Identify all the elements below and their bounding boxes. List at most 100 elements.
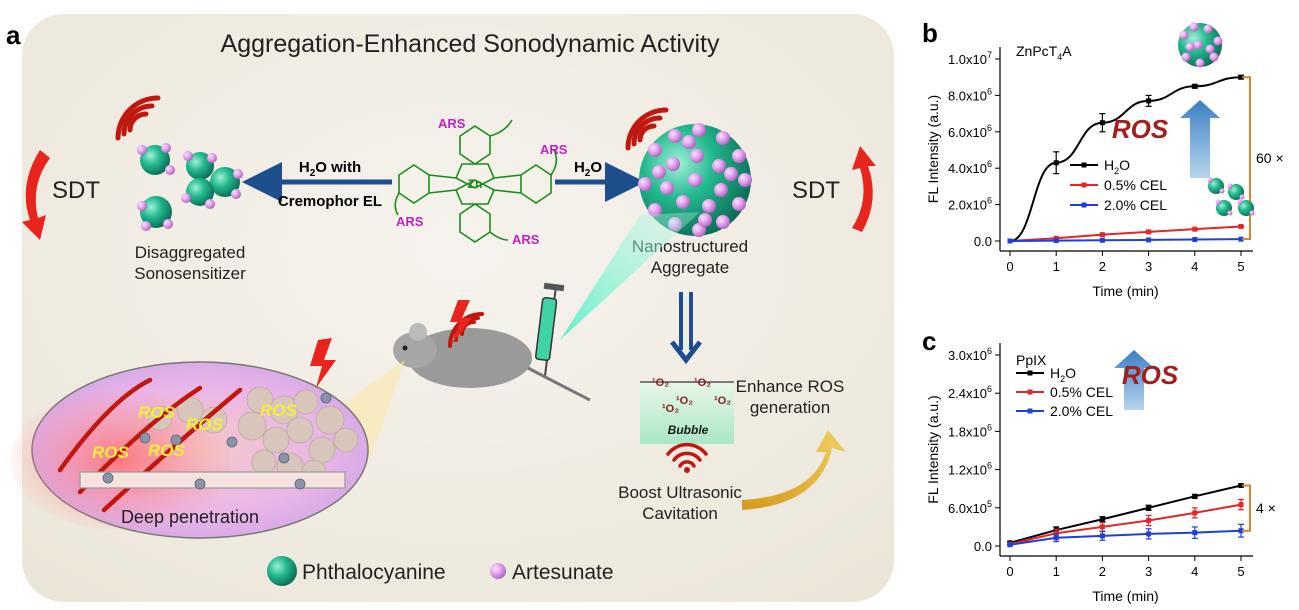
- y-axis-label: FL Intensity (a.u.): [925, 95, 941, 203]
- disaggregated-icon-dot: [1215, 199, 1221, 205]
- data-point: [1007, 542, 1013, 548]
- disaggregated-icon-dot: [1227, 210, 1233, 216]
- data-point: [1146, 531, 1152, 537]
- x-tick-label: 4: [1191, 564, 1198, 579]
- artesunate-particle: [738, 173, 752, 187]
- artesunate-particle: [702, 199, 716, 213]
- artesunate-particle: [648, 143, 662, 157]
- data-point: [1146, 518, 1152, 524]
- x-tick-label: 5: [1237, 259, 1244, 274]
- series-line: [1009, 238, 1242, 242]
- fold-bracket: [1242, 76, 1251, 241]
- data-point: [1146, 237, 1152, 243]
- y-tick-label: 6.0x106: [948, 123, 992, 140]
- artesunate-particle: [714, 183, 728, 197]
- legend-marker: [1027, 389, 1033, 395]
- artesunate-particle: [732, 197, 746, 211]
- legend-marker: [1081, 202, 1087, 208]
- data-point: [1053, 238, 1059, 244]
- sdt-right-label: SDT: [792, 177, 840, 204]
- y-tick-label: 2.0x106: [948, 196, 992, 213]
- x-tick-label: 2: [1099, 564, 1106, 579]
- legend-marker: [1081, 182, 1087, 188]
- y-axis-label: FL Intensity (a.u.): [925, 395, 941, 503]
- artesunate-particle: [666, 157, 680, 171]
- nanostructured-aggregate: [625, 107, 752, 237]
- legend-label: 2.0% CEL: [1050, 403, 1113, 419]
- data-point: [1238, 528, 1244, 534]
- data-point: [1192, 493, 1198, 499]
- artesunate-legend-marker: [490, 563, 506, 579]
- artesunate-particle: [648, 203, 662, 217]
- singlet-oxygen-label: ¹O₂: [714, 395, 731, 407]
- data-point: [1099, 120, 1105, 126]
- ros-up-arrow: [1180, 100, 1220, 178]
- x-tick-label: 2: [1099, 259, 1106, 274]
- chart-title: ZnPcT4A: [1016, 43, 1072, 62]
- disaggregated-icon-dot: [1237, 199, 1243, 205]
- mouse: [393, 300, 591, 402]
- x-tick-label: 5: [1237, 564, 1244, 579]
- legend-label: H2O: [1050, 365, 1076, 384]
- ros-label: ROS: [148, 441, 186, 460]
- aggregate-icon-dot: [1203, 24, 1213, 34]
- ultrasound-waves-left: [115, 95, 161, 141]
- x-tick-label: 4: [1191, 259, 1198, 274]
- ros-up-arrow: [1114, 350, 1154, 410]
- data-point: [1146, 98, 1152, 104]
- fold-label: 60 ×: [1256, 150, 1284, 166]
- aggregate-icon: [1178, 22, 1223, 68]
- series-line: [1009, 529, 1242, 546]
- cavitation-bubble: Bubble ¹O₂ ¹O₂ ¹O₂ ¹O₂ ¹O₂: [640, 377, 734, 473]
- x-tick-label: 1: [1053, 259, 1060, 274]
- data-point: [1238, 236, 1244, 242]
- artesunate-particle: [716, 215, 730, 229]
- ros-label: ROS: [138, 403, 176, 422]
- panel-a-legend: Phthalocyanine Artesunate: [267, 556, 614, 586]
- disaggregated-cluster: [115, 95, 243, 231]
- disaggregated-icon-dot: [1227, 183, 1233, 189]
- y-tick-label: 1.0x107: [948, 50, 992, 67]
- series-line: [1009, 503, 1242, 546]
- data-point: [1192, 510, 1198, 516]
- series-2: [1007, 523, 1244, 548]
- tumor-region: ROS ROS ROS ROS ROS: [10, 338, 369, 539]
- data-point: [1099, 232, 1105, 238]
- y-tick-label: 6.0x105: [948, 499, 992, 516]
- molecule-zn-label: Zn: [468, 177, 483, 191]
- aggregate-icon-dot: [1193, 40, 1203, 50]
- artesunate-particle: [690, 149, 704, 163]
- artesunate-particle: [724, 167, 738, 181]
- artesunate-particle: [732, 149, 746, 163]
- arrow-left-label-1: H2O with: [299, 159, 361, 179]
- aggregate-icon-dot: [1189, 22, 1199, 32]
- phthalocyanine-legend-label: Phthalocyanine: [302, 561, 446, 584]
- artesunate-particle: [638, 177, 652, 191]
- data-point: [1053, 535, 1059, 541]
- ros-labels-tumor: ROS ROS ROS ROS ROS: [92, 401, 298, 462]
- x-tick-label: 0: [1006, 564, 1013, 579]
- legend-label: 2.0% CEL: [1104, 197, 1167, 213]
- x-tick-label: 3: [1145, 259, 1152, 274]
- x-axis-label: Time (min): [1092, 588, 1158, 604]
- series-line: [1009, 225, 1242, 242]
- aggregate-icon-dot: [1195, 58, 1205, 68]
- artesunate-particle: [652, 165, 666, 179]
- down-arrow-to-bubble: [670, 292, 702, 365]
- aggregate-icon-dot: [1181, 52, 1191, 62]
- ros-annotation: ROS: [1122, 360, 1179, 390]
- data-point: [1192, 83, 1198, 89]
- legend-label: H2O: [1104, 157, 1130, 176]
- light-beam: [560, 212, 700, 340]
- ars-label-bottom: ARS: [512, 232, 540, 247]
- y-tick-label: 3.0x106: [948, 346, 992, 363]
- singlet-oxygen-label: ¹O₂: [662, 403, 679, 415]
- artesunate-particle: [682, 135, 696, 149]
- y-tick-label: 1.8x106: [948, 422, 992, 439]
- ros-annotation: ROS: [1112, 114, 1169, 144]
- ros-label: ROS: [260, 401, 298, 420]
